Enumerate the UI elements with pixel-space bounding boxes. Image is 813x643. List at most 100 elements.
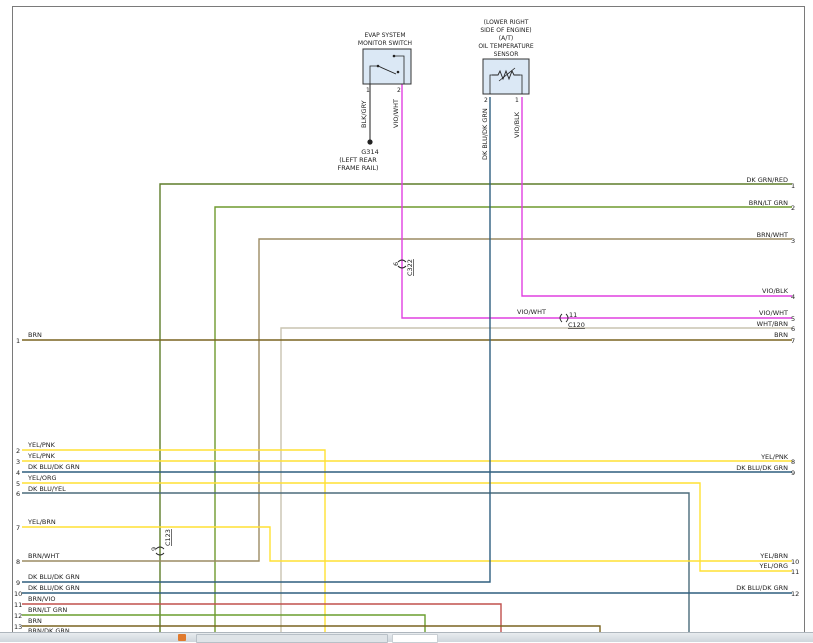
connector-c322: 6 C322 xyxy=(392,259,414,276)
c322-name: C322 xyxy=(406,259,414,276)
connector-c322-icon xyxy=(397,259,407,269)
left-wire-label: BRN/LT GRN xyxy=(28,606,67,614)
switch-arm-icon xyxy=(377,65,397,75)
sensor-body xyxy=(482,58,530,95)
connector-c120-icon xyxy=(559,313,569,323)
ground-icon xyxy=(367,139,373,145)
left-wire-label: YEL/PNK xyxy=(27,441,56,449)
label-blk-gry: BLK/GRY xyxy=(360,100,368,128)
sensor-title-4: OIL TEMPERATURE xyxy=(478,43,534,50)
right-wire-label: YEL/BRN xyxy=(759,552,788,560)
left-wire-pin: 1 xyxy=(16,337,20,345)
switch-body xyxy=(362,48,412,85)
wire-brn-wht xyxy=(22,238,792,562)
sensor-lead-icon xyxy=(520,74,523,94)
wire-yel-org xyxy=(22,482,792,572)
right-wire-pin: 7 xyxy=(791,337,795,345)
wire-dk-blu-dk-grn-sensor xyxy=(22,97,491,583)
right-wire-pin: 11 xyxy=(791,568,799,576)
sensor-title-3: (A/T) xyxy=(499,35,513,42)
thermistor-icon xyxy=(492,69,520,81)
diagram-frame xyxy=(12,6,805,641)
right-wire-label: DK GRN/RED xyxy=(746,176,788,184)
connector-c123: 9 C123 xyxy=(150,529,172,556)
wire-dk-grn-red xyxy=(159,183,792,641)
right-wire-pin: 12 xyxy=(791,590,799,598)
right-wire-label: YEL/PNK xyxy=(760,453,789,461)
left-wire-pin: 8 xyxy=(16,558,20,566)
left-wire-label: BRN/WHT xyxy=(28,552,59,560)
wire-vio-blk xyxy=(521,97,792,297)
left-wire-label: DK BLU/YEL xyxy=(28,485,66,493)
sensor-pin-left: 2 xyxy=(484,97,488,104)
left-wire-pin: 6 xyxy=(16,490,20,498)
oil-temperature-sensor: (LOWER RIGHT SIDE OF ENGINE) (A/T) OIL T… xyxy=(478,19,534,104)
evap-title-1: EVAP SYSTEM xyxy=(364,32,405,39)
thermistor-arrow-icon xyxy=(498,67,516,82)
evap-system-monitor-switch: EVAP SYSTEM MONITOR SWITCH 1 2 xyxy=(358,32,412,94)
right-wire-pin: 3 xyxy=(791,237,795,245)
right-wire-pin: 10 xyxy=(791,558,799,566)
sensor-title-2: SIDE OF ENGINE) xyxy=(480,27,531,34)
left-wire-label: DK BLU/DK GRN xyxy=(28,463,80,471)
evap-pin-left: 1 xyxy=(366,87,370,94)
left-wire-label: BRN/DK GRN xyxy=(28,627,70,635)
right-wire-pin: 2 xyxy=(791,204,795,212)
left-wire-pin: 4 xyxy=(16,469,20,477)
sensor-lead-icon xyxy=(489,74,492,94)
evap-pin-right: 2 xyxy=(397,87,401,94)
wire-brn-vio xyxy=(22,603,502,641)
right-wire-label: BRN xyxy=(774,331,788,339)
left-wire-label: BRN/VIO xyxy=(28,595,56,603)
left-wire-pin: 11 xyxy=(14,601,22,609)
left-wire-pin: 12 xyxy=(14,612,22,620)
right-wire-label: VIO/BLK xyxy=(762,287,789,295)
switch-contact-icon xyxy=(396,70,400,74)
left-wire-pin: 7 xyxy=(16,524,20,532)
right-wire-pin: 9 xyxy=(791,469,795,477)
left-wire-label: YEL/BRN xyxy=(27,518,56,526)
wire-yel-brn xyxy=(22,526,792,562)
left-wire-pin: 13 xyxy=(14,623,22,631)
label-dk-blu-grn-vertical: DK BLU/DK GRN xyxy=(481,108,489,160)
left-wire-label: YEL/PNK xyxy=(27,452,56,460)
right-wire-pin: 1 xyxy=(791,182,795,190)
left-wire-label: BRN xyxy=(28,331,42,339)
right-wire-label: DK BLU/DK GRN xyxy=(736,584,788,592)
wire-brn-lt-grn-right xyxy=(214,206,792,641)
connector-c123-icon xyxy=(155,546,165,556)
left-wire-pin: 3 xyxy=(16,458,20,466)
switch-lead-icon xyxy=(394,55,405,84)
left-wire-pin: 2 xyxy=(16,447,20,455)
label-vio-wht-vertical: VIO/WHT xyxy=(392,99,400,128)
right-wire-label: WHT/BRN xyxy=(757,320,788,328)
right-wire-label: DK BLU/DK GRN xyxy=(736,464,788,472)
left-wire-pin: 9 xyxy=(16,579,20,587)
right-wire-label: VIO/WHT xyxy=(759,309,788,317)
c322-pin: 6 xyxy=(392,262,400,266)
right-wire-pin: 5 xyxy=(791,315,795,323)
wire-vio-wht xyxy=(401,84,792,319)
evap-title-2: MONITOR SWITCH xyxy=(358,40,412,47)
right-wire-pin: 6 xyxy=(791,325,795,333)
taskbar-item[interactable] xyxy=(196,634,388,643)
left-wire-label: YEL/ORG xyxy=(27,474,57,482)
left-wire-labels: 1 BRN 2 YEL/PNK 3 YEL/PNK 4 DK BLU/DK GR… xyxy=(14,331,80,641)
c123-pin: 9 xyxy=(150,547,158,551)
c120-wire-label: VIO/WHT xyxy=(517,308,546,316)
right-wire-pin: 4 xyxy=(791,293,795,301)
app-icon[interactable] xyxy=(178,634,186,641)
connector-c120: VIO/WHT 11 C120 xyxy=(517,308,585,329)
switch-lead-icon xyxy=(369,65,378,84)
left-wire-label: DK BLU/DK GRN xyxy=(28,584,80,592)
wire-wht-brn xyxy=(280,327,792,641)
wire-dk-blu-yel xyxy=(22,492,690,641)
wires xyxy=(22,84,792,641)
c120-pin: 11 xyxy=(569,311,577,319)
c123-name: C123 xyxy=(164,529,172,546)
left-wire-label: BRN xyxy=(28,617,42,625)
left-wire-label: DK BLU/DK GRN xyxy=(28,573,80,581)
left-wire-pin: 10 xyxy=(14,590,22,598)
right-wire-label: YEL/ORG xyxy=(758,562,788,570)
taskbar-item[interactable] xyxy=(392,634,438,643)
